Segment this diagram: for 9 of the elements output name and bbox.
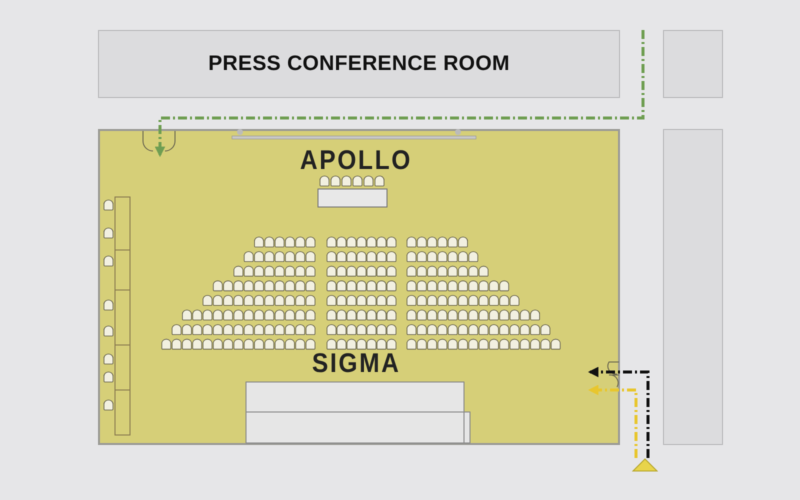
room-name: PRESS CONFERENCE ROOM <box>208 52 510 76</box>
route-arrow <box>154 30 644 158</box>
building-block <box>663 30 723 98</box>
area-label: APOLLO <box>300 145 412 176</box>
room-box <box>98 30 620 98</box>
route-arrow <box>588 366 650 458</box>
area-label: SIGMA <box>312 348 401 379</box>
building-block <box>663 129 723 445</box>
route-arrow <box>588 384 638 458</box>
